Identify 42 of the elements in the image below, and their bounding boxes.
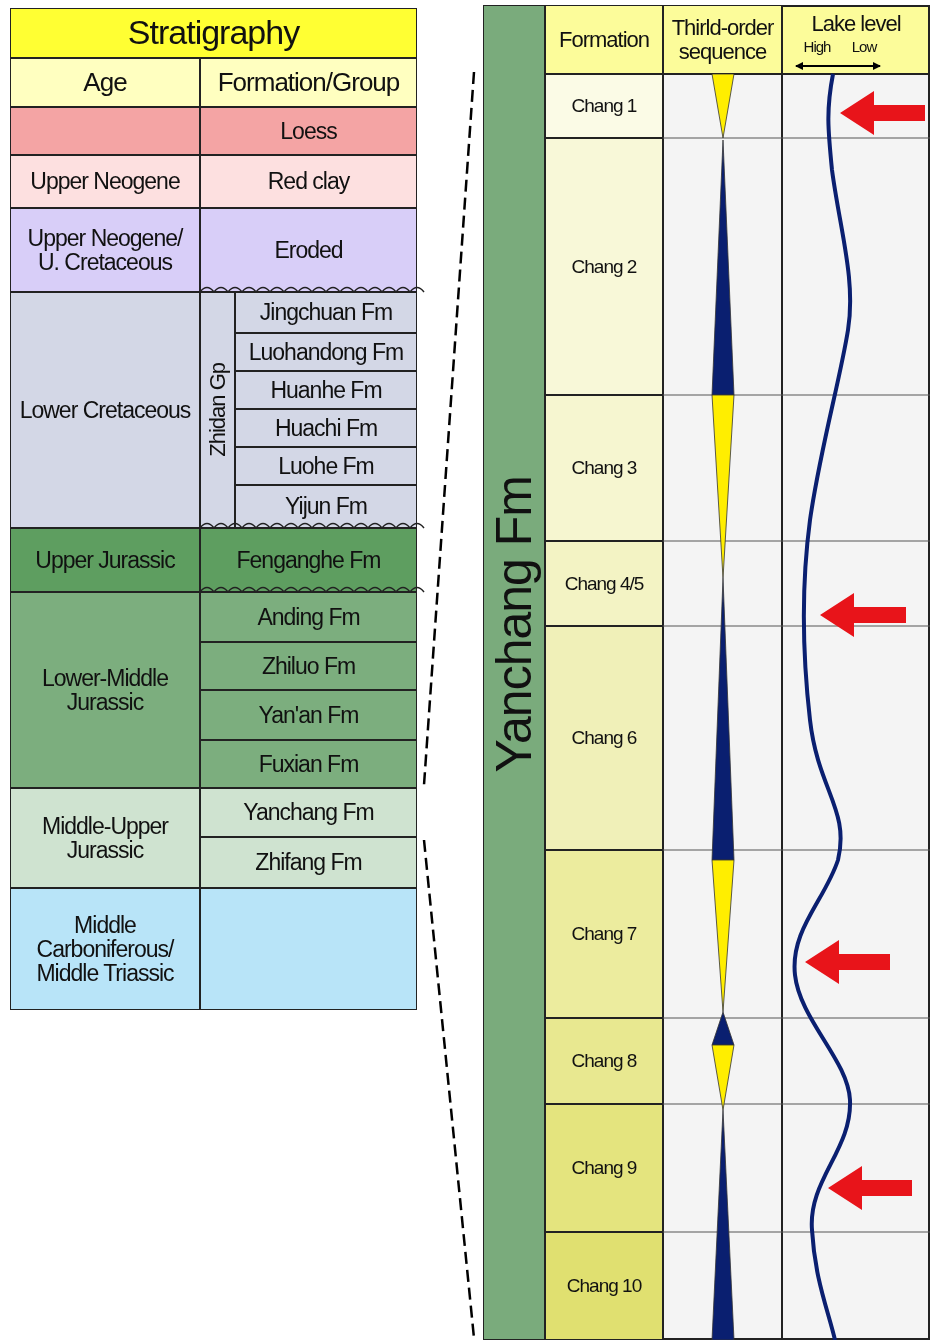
column-header: Formation/Group [200, 58, 417, 107]
table-cell-text: Chang 3 [545, 395, 663, 541]
table-cell-text: Loess [200, 107, 417, 155]
table-cell-text: Upper Neogene [10, 155, 200, 208]
table-cell-text: Yijun Fm [235, 485, 417, 528]
table-cell-text: Upper Neogene/ U. Cretaceous [10, 208, 200, 292]
table-cell-text: Anding Fm [200, 592, 417, 642]
table-cell-text: Chang 9 [545, 1104, 663, 1232]
axis-label: High [802, 37, 832, 57]
table-cell-text: Luohe Fm [235, 447, 417, 485]
table-cell-text: Zhiluo Fm [200, 642, 417, 690]
table-cell-text: Chang 2 [545, 138, 663, 395]
table-cell-text: Middle Carboniferous/ Middle Triassic [10, 888, 200, 1010]
table-cell-text: Zhifang Fm [200, 837, 417, 888]
table-cell-text: Chang 4/5 [545, 541, 663, 626]
table-cell-text: Fuxian Fm [200, 740, 417, 788]
table-cell-text: Chang 10 [545, 1232, 663, 1340]
column-header: Age [10, 58, 200, 107]
table-cell-text: Chang 1 [545, 74, 663, 138]
axis-label: Low [850, 37, 878, 57]
table-cell-text: Yan'an Fm [200, 690, 417, 740]
table-cell-text: Upper Jurassic [10, 528, 200, 592]
table-heading: Stratigraphy [10, 8, 417, 58]
table-cell-text: Yanchang Fm [200, 788, 417, 837]
table-cell-text: Jingchuan Fm [235, 292, 417, 333]
vertical-cell-text: Yanchang Fm [483, 5, 545, 1340]
table-cell-text: Eroded [200, 208, 417, 292]
table-cell-text: Fenganghe Fm [200, 528, 417, 592]
table-cell-text: Chang 7 [545, 850, 663, 1018]
table-cell-text: Luohandong Fm [235, 333, 417, 371]
table-cell-text: Chang 6 [545, 626, 663, 850]
table-cell-text: Lower Cretaceous [10, 292, 200, 528]
table-cell-text: Red clay [200, 155, 417, 208]
table-cell-text: Huachi Fm [235, 409, 417, 447]
column-header: Thirld-order sequence [663, 5, 782, 74]
table-cell-text: Huanhe Fm [235, 371, 417, 409]
table-cell-text: Lower-Middle Jurassic [10, 592, 200, 788]
column-header: Lake level [810, 10, 902, 38]
table-cell-text: Middle-Upper Jurassic [10, 788, 200, 888]
column-header: Formation [545, 5, 663, 74]
table-cell-text: Chang 8 [545, 1018, 663, 1104]
vertical-cell-text: Zhidan Gp [200, 292, 235, 528]
